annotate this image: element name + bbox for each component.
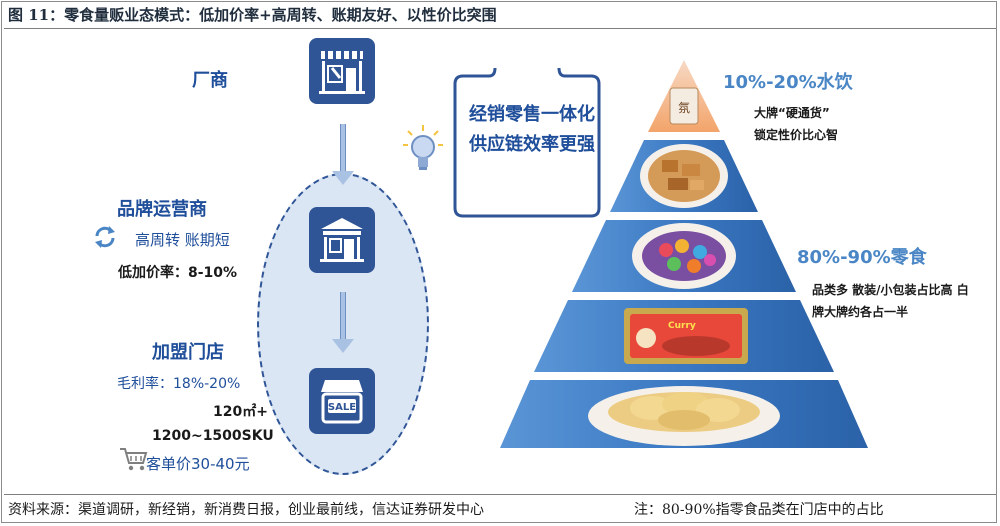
- figure-title: 图 11：零食量贩业态模式：低加价率+高周转、账期友好、以性价比突围: [8, 6, 497, 24]
- cycle-icon: [92, 224, 118, 254]
- franchise-store-icon: SALE: [309, 368, 375, 434]
- snacks-note-line-1: 品类多 散装/小包装占比高 白: [812, 283, 969, 297]
- manufacturer-label: 厂商: [192, 70, 228, 91]
- drinks-note-line-2: 锁定性价比心智: [754, 128, 839, 142]
- arrow-shaft-1: [340, 124, 346, 172]
- bubble-text: 经销零售一体化 供应链效率更强: [469, 100, 597, 160]
- store-area-text: 120㎡+: [213, 404, 268, 420]
- unit-price-text: 客单价30-40元: [146, 455, 250, 473]
- source-note: 资料来源：渠道调研，新经销，新消费日报，创业最前线，信达证券研发中心: [8, 502, 484, 518]
- snacks-note-line-2: 牌大牌约各占一半: [812, 305, 909, 319]
- manufacturer-icon: [309, 38, 375, 104]
- bubble-line-integration: 经销零售一体化: [469, 104, 595, 125]
- markup-rate-text: 低加价率：8-10%: [118, 265, 238, 281]
- product-pyramid: 氛 Curry: [500, 60, 868, 448]
- sku-count-text: 1200~1500SKU: [152, 428, 274, 444]
- sale-sign-text: SALE: [328, 402, 356, 413]
- shopping-cart-icon: [118, 446, 148, 476]
- lightbulb-icon: [403, 125, 443, 179]
- footer-divider: [4, 494, 996, 495]
- title-divider: [4, 28, 996, 29]
- arrow-head-2: [332, 339, 354, 353]
- bubble-line-supply-chain: 供应链效率更强: [469, 134, 595, 155]
- footnote: 注：80-90%指零食品类在门店中的占比: [634, 502, 884, 518]
- drink-bottle-image: [669, 87, 699, 125]
- brand-operator-label: 品牌运营商: [117, 199, 207, 220]
- franchise-label: 加盟门店: [152, 342, 224, 363]
- arrow-head-1: [332, 171, 354, 185]
- brand-operator-icon: [309, 207, 375, 273]
- snacks-share-label: 80%-90%零食: [797, 247, 927, 268]
- speech-bubble: [453, 68, 601, 218]
- svg-text:氛: 氛: [678, 101, 690, 115]
- noodle-package-text: Curry: [668, 321, 696, 331]
- gross-margin-text: 毛利率：18%-20%: [117, 376, 241, 392]
- arrow-shaft-2: [340, 292, 346, 340]
- drinks-share-label: 10%-20%水饮: [723, 72, 853, 93]
- turnover-text: 高周转 账期短: [135, 231, 230, 249]
- drinks-note-line-1: 大牌“硬通货”: [754, 106, 830, 120]
